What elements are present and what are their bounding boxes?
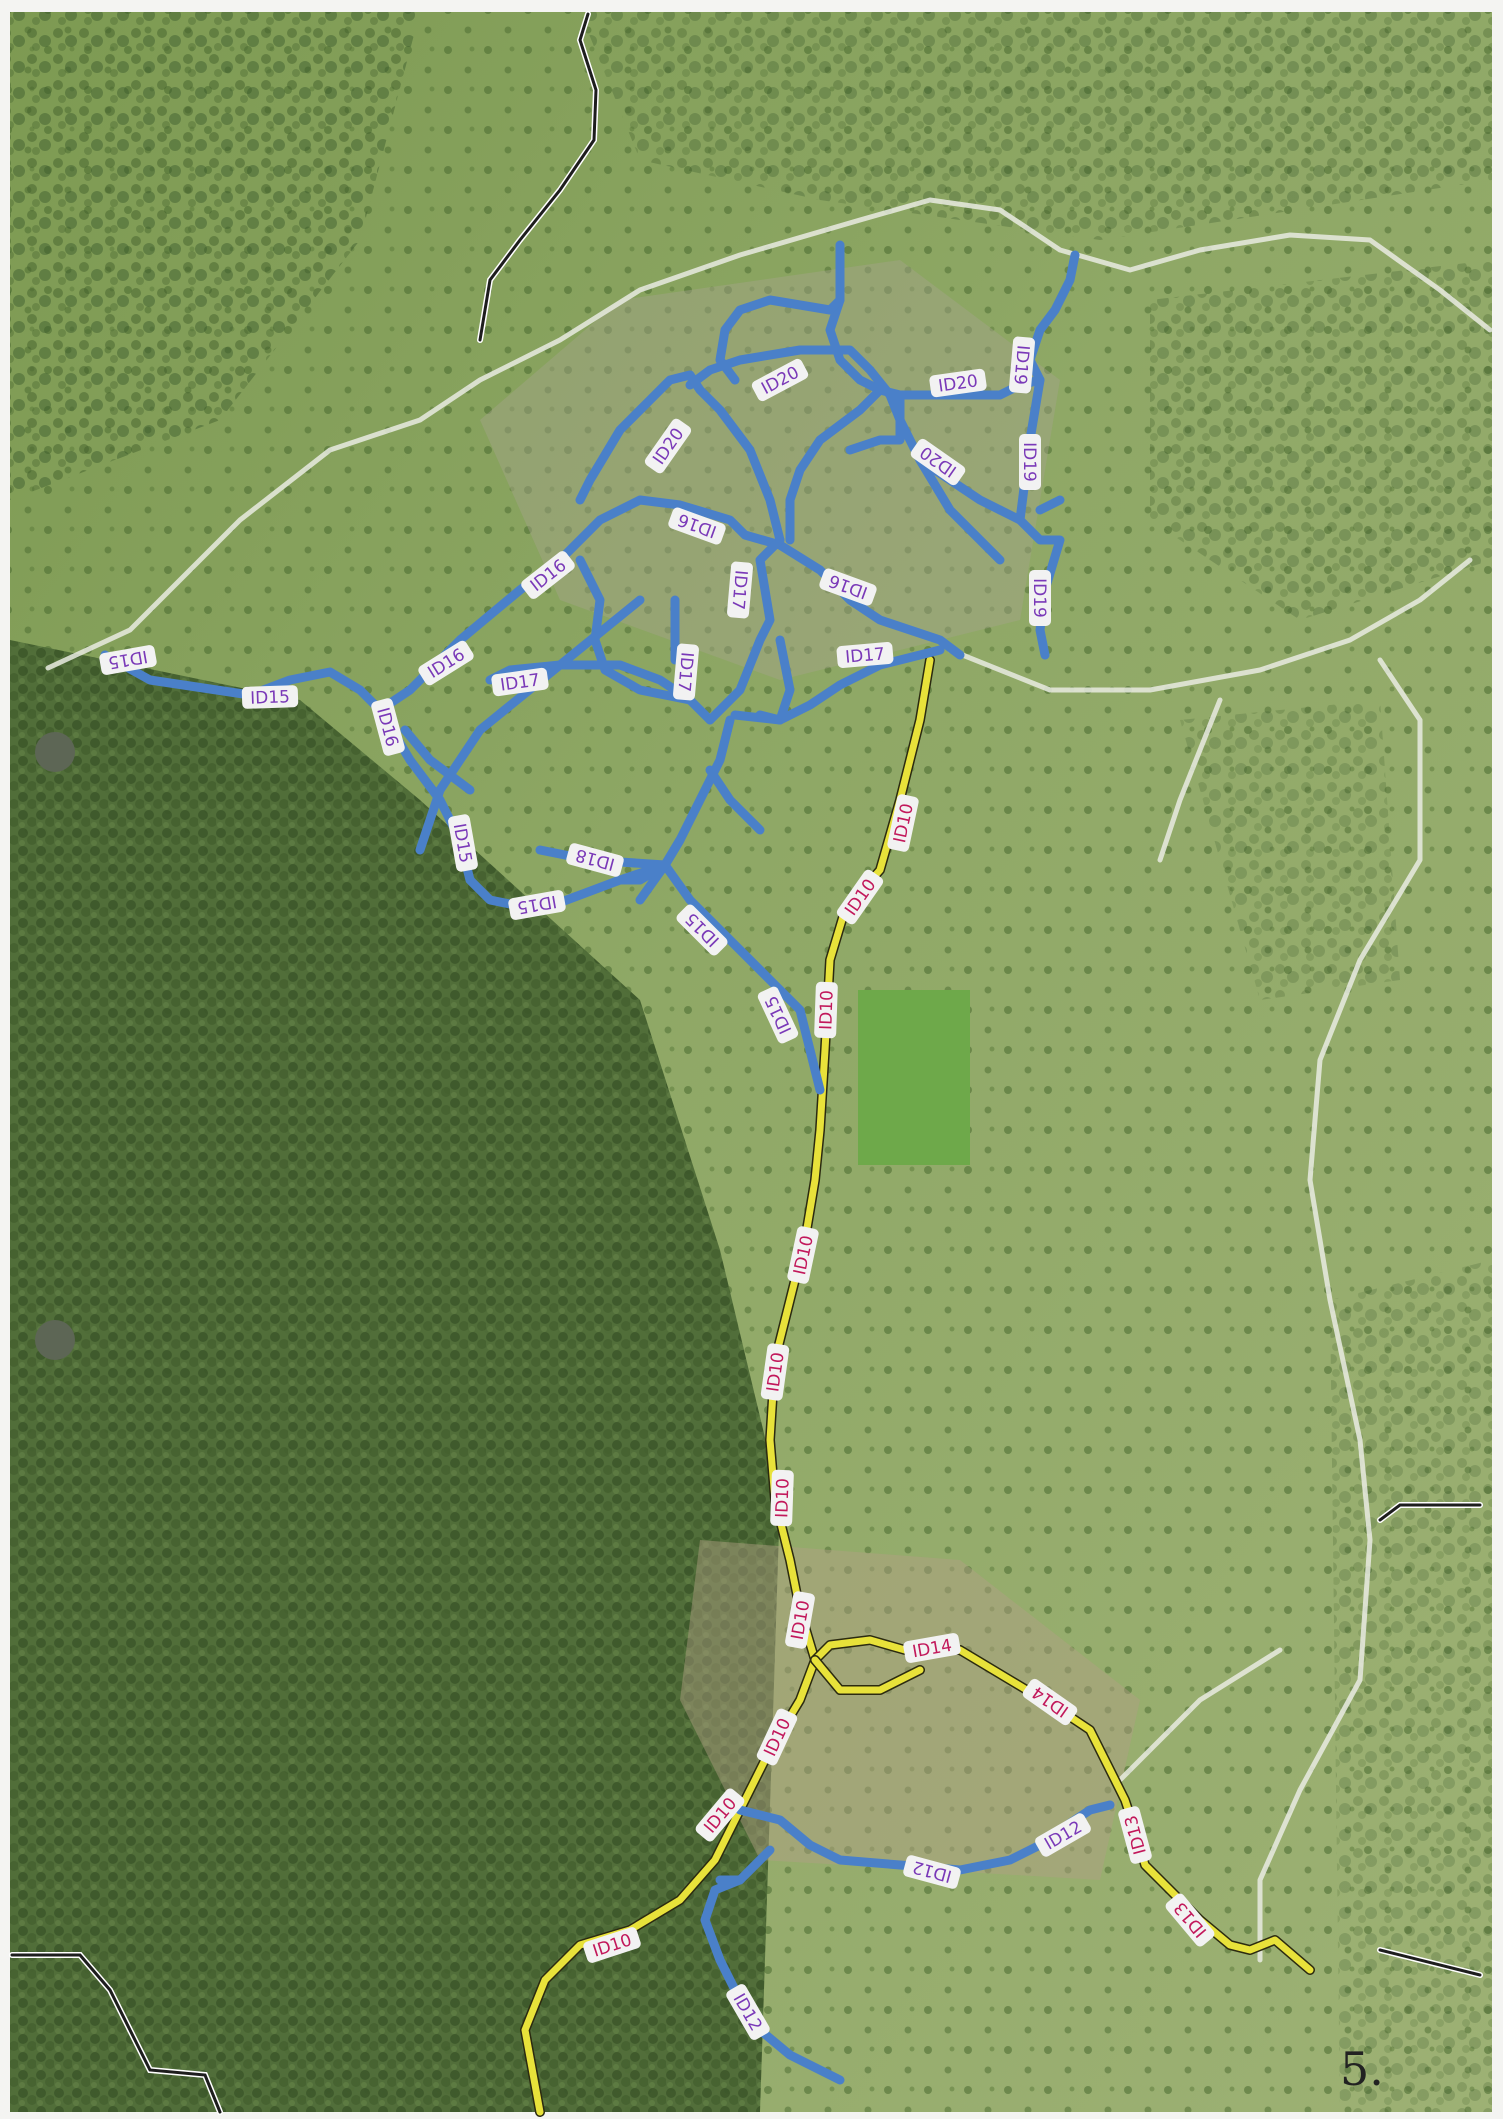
label-id19-b-text: ID19 (1019, 442, 1039, 482)
page-number: 5. (1340, 2042, 1384, 2096)
label-id10-c-text: ID10 (816, 990, 837, 1030)
label-id10-c: ID10 (814, 981, 838, 1039)
label-id10-f-text: ID10 (772, 1478, 793, 1518)
label-id15-b-text: ID15 (250, 687, 290, 708)
football-field (858, 990, 970, 1165)
label-id15-b: ID15 (241, 685, 299, 709)
label-id17-c: ID17 (727, 561, 753, 619)
label-id19-a-text: ID19 (1009, 344, 1032, 385)
label-id10-f: ID10 (770, 1469, 794, 1527)
punch-hole-bottom (35, 1320, 75, 1360)
label-id19-b: ID19 (1019, 434, 1041, 490)
label-id15-c: ID15 (448, 814, 478, 872)
label-id19-c-text: ID19 (1029, 578, 1049, 618)
label-id19-a: ID19 (1009, 336, 1035, 394)
label-id10-g: ID10 (785, 1591, 815, 1649)
label-id17-d: ID17 (836, 642, 894, 668)
label-id17-b-text: ID17 (673, 651, 696, 692)
label-id20-c: ID20 (929, 368, 987, 398)
label-id15-d: ID15 (508, 890, 566, 920)
label-id17-c-text: ID17 (727, 569, 750, 610)
punch-hole-top (35, 732, 75, 772)
label-id17-b: ID17 (673, 643, 699, 701)
label-id19-c: ID19 (1029, 570, 1051, 626)
label-id17-d-text: ID17 (844, 644, 885, 667)
